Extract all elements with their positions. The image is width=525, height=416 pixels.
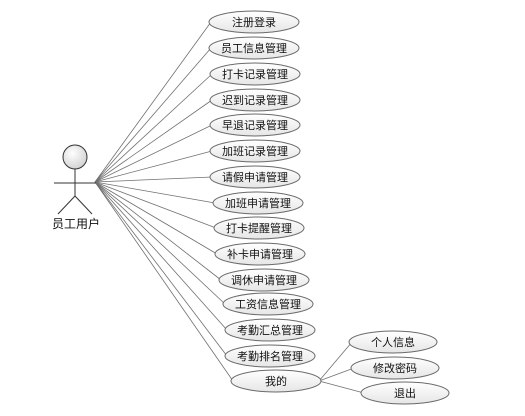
use-case-ellipse [218,268,310,292]
use-case-label: 加班记录管理 [222,144,288,158]
association-line-clock-record-management [94,73,213,183]
use-case-label: 打卡记录管理 [222,67,288,81]
sub-use-case-logout[interactable]: 退出 [360,381,450,405]
sub-association-line-change-password [318,367,355,382]
sub-use-case-label: 修改密码 [373,361,417,375]
use-case-ellipse [209,165,301,189]
use-case-ellipse [209,139,301,163]
association-line-attendance-summary-management [94,181,228,331]
use-case-clock-reminder-management[interactable]: 打卡提醒管理 [213,216,305,240]
sub-use-case-ellipse [348,330,438,354]
use-case-label: 考勤排名管理 [237,349,303,363]
use-case-ellipse [209,62,301,86]
use-case-late-record-management[interactable]: 迟到记录管理 [209,88,301,112]
sub-use-case-label: 退出 [394,386,416,400]
sub-use-case-label: 个人信息 [371,335,415,349]
use-case-label: 注册登录 [232,15,276,29]
association-line-makeup-clock-application-management [94,181,218,255]
use-case-salary-info-management[interactable]: 工资信息管理 [222,292,314,316]
use-case-register-login[interactable]: 注册登录 [208,10,300,34]
use-case-label: 员工信息管理 [221,41,287,55]
use-case-clock-record-management[interactable]: 打卡记录管理 [209,62,301,86]
use-case-ellipse [224,318,316,342]
use-case-label: 调休申请管理 [231,273,297,287]
use-case-label: 早退记录管理 [222,118,288,132]
use-case-label: 迟到记录管理 [222,93,288,107]
use-case-label: 打卡提醒管理 [226,221,292,235]
association-line-overtime-record-management [94,150,213,183]
use-case-ellipse [209,113,301,137]
association-line-mine [94,181,234,382]
sub-use-case-change-password[interactable]: 修改密码 [350,356,440,380]
use-case-ellipse [224,344,316,368]
use-case-ellipse [209,88,301,112]
actor[interactable]: 员工用户 [52,144,100,231]
sub-use-case-personal-info[interactable]: 个人信息 [348,330,438,354]
use-case-makeup-clock-application-management[interactable]: 补卡申请管理 [214,242,306,266]
association-line-employee-info-management [94,47,212,183]
use-case-label: 工资信息管理 [235,297,301,311]
association-line-leave-application-management [94,176,213,183]
use-case-ellipse [230,369,322,393]
use-case-ellipse [208,10,300,34]
use-case-employee-info-management[interactable]: 员工信息管理 [208,36,300,60]
sub-use-case-ellipse [350,356,440,380]
association-line-attendance-ranking-management [94,181,228,357]
association-line-day-off-application-management [94,181,222,281]
use-case-mine[interactable]: 我的 [230,369,322,393]
use-case-label: 我的 [265,374,287,388]
use-case-overtime-record-management[interactable]: 加班记录管理 [209,139,301,163]
use-case-label: 加班申请管理 [225,196,291,210]
use-case-day-off-application-management[interactable]: 调休申请管理 [218,268,310,292]
use-cases: 注册登录员工信息管理打卡记录管理迟到记录管理早退记录管理加班记录管理请假申请管理… [208,10,322,393]
use-case-leave-application-management[interactable]: 请假申请管理 [209,165,301,189]
association-line-early-leave-record-management [94,124,213,183]
sub-use-case-ellipse [360,381,450,405]
sub-association-lines [318,341,365,394]
sub-association-line-personal-info [318,341,353,382]
use-case-early-leave-record-management[interactable]: 早退记录管理 [209,113,301,137]
use-case-label: 请假申请管理 [222,170,288,184]
use-case-attendance-ranking-management[interactable]: 考勤排名管理 [224,344,316,368]
association-line-register-login [94,21,212,183]
association-lines [94,21,234,382]
use-case-label: 补卡申请管理 [227,247,293,261]
association-line-overtime-application-management [94,181,216,204]
sub-association-line-logout [318,380,365,394]
use-case-ellipse [213,216,305,240]
association-line-late-record-management [94,99,213,183]
use-case-ellipse [208,36,300,60]
use-case-ellipse [214,242,306,266]
use-case-ellipse [212,191,304,215]
use-case-attendance-summary-management[interactable]: 考勤汇总管理 [224,318,316,342]
use-case-overtime-application-management[interactable]: 加班申请管理 [212,191,304,215]
use-case-label: 考勤汇总管理 [237,323,303,337]
association-line-clock-reminder-management [94,181,217,229]
association-line-salary-info-management [94,181,226,305]
use-case-ellipse [222,292,314,316]
actor-label: 员工用户 [52,216,100,231]
stick-figure-actor-icon [54,144,96,215]
